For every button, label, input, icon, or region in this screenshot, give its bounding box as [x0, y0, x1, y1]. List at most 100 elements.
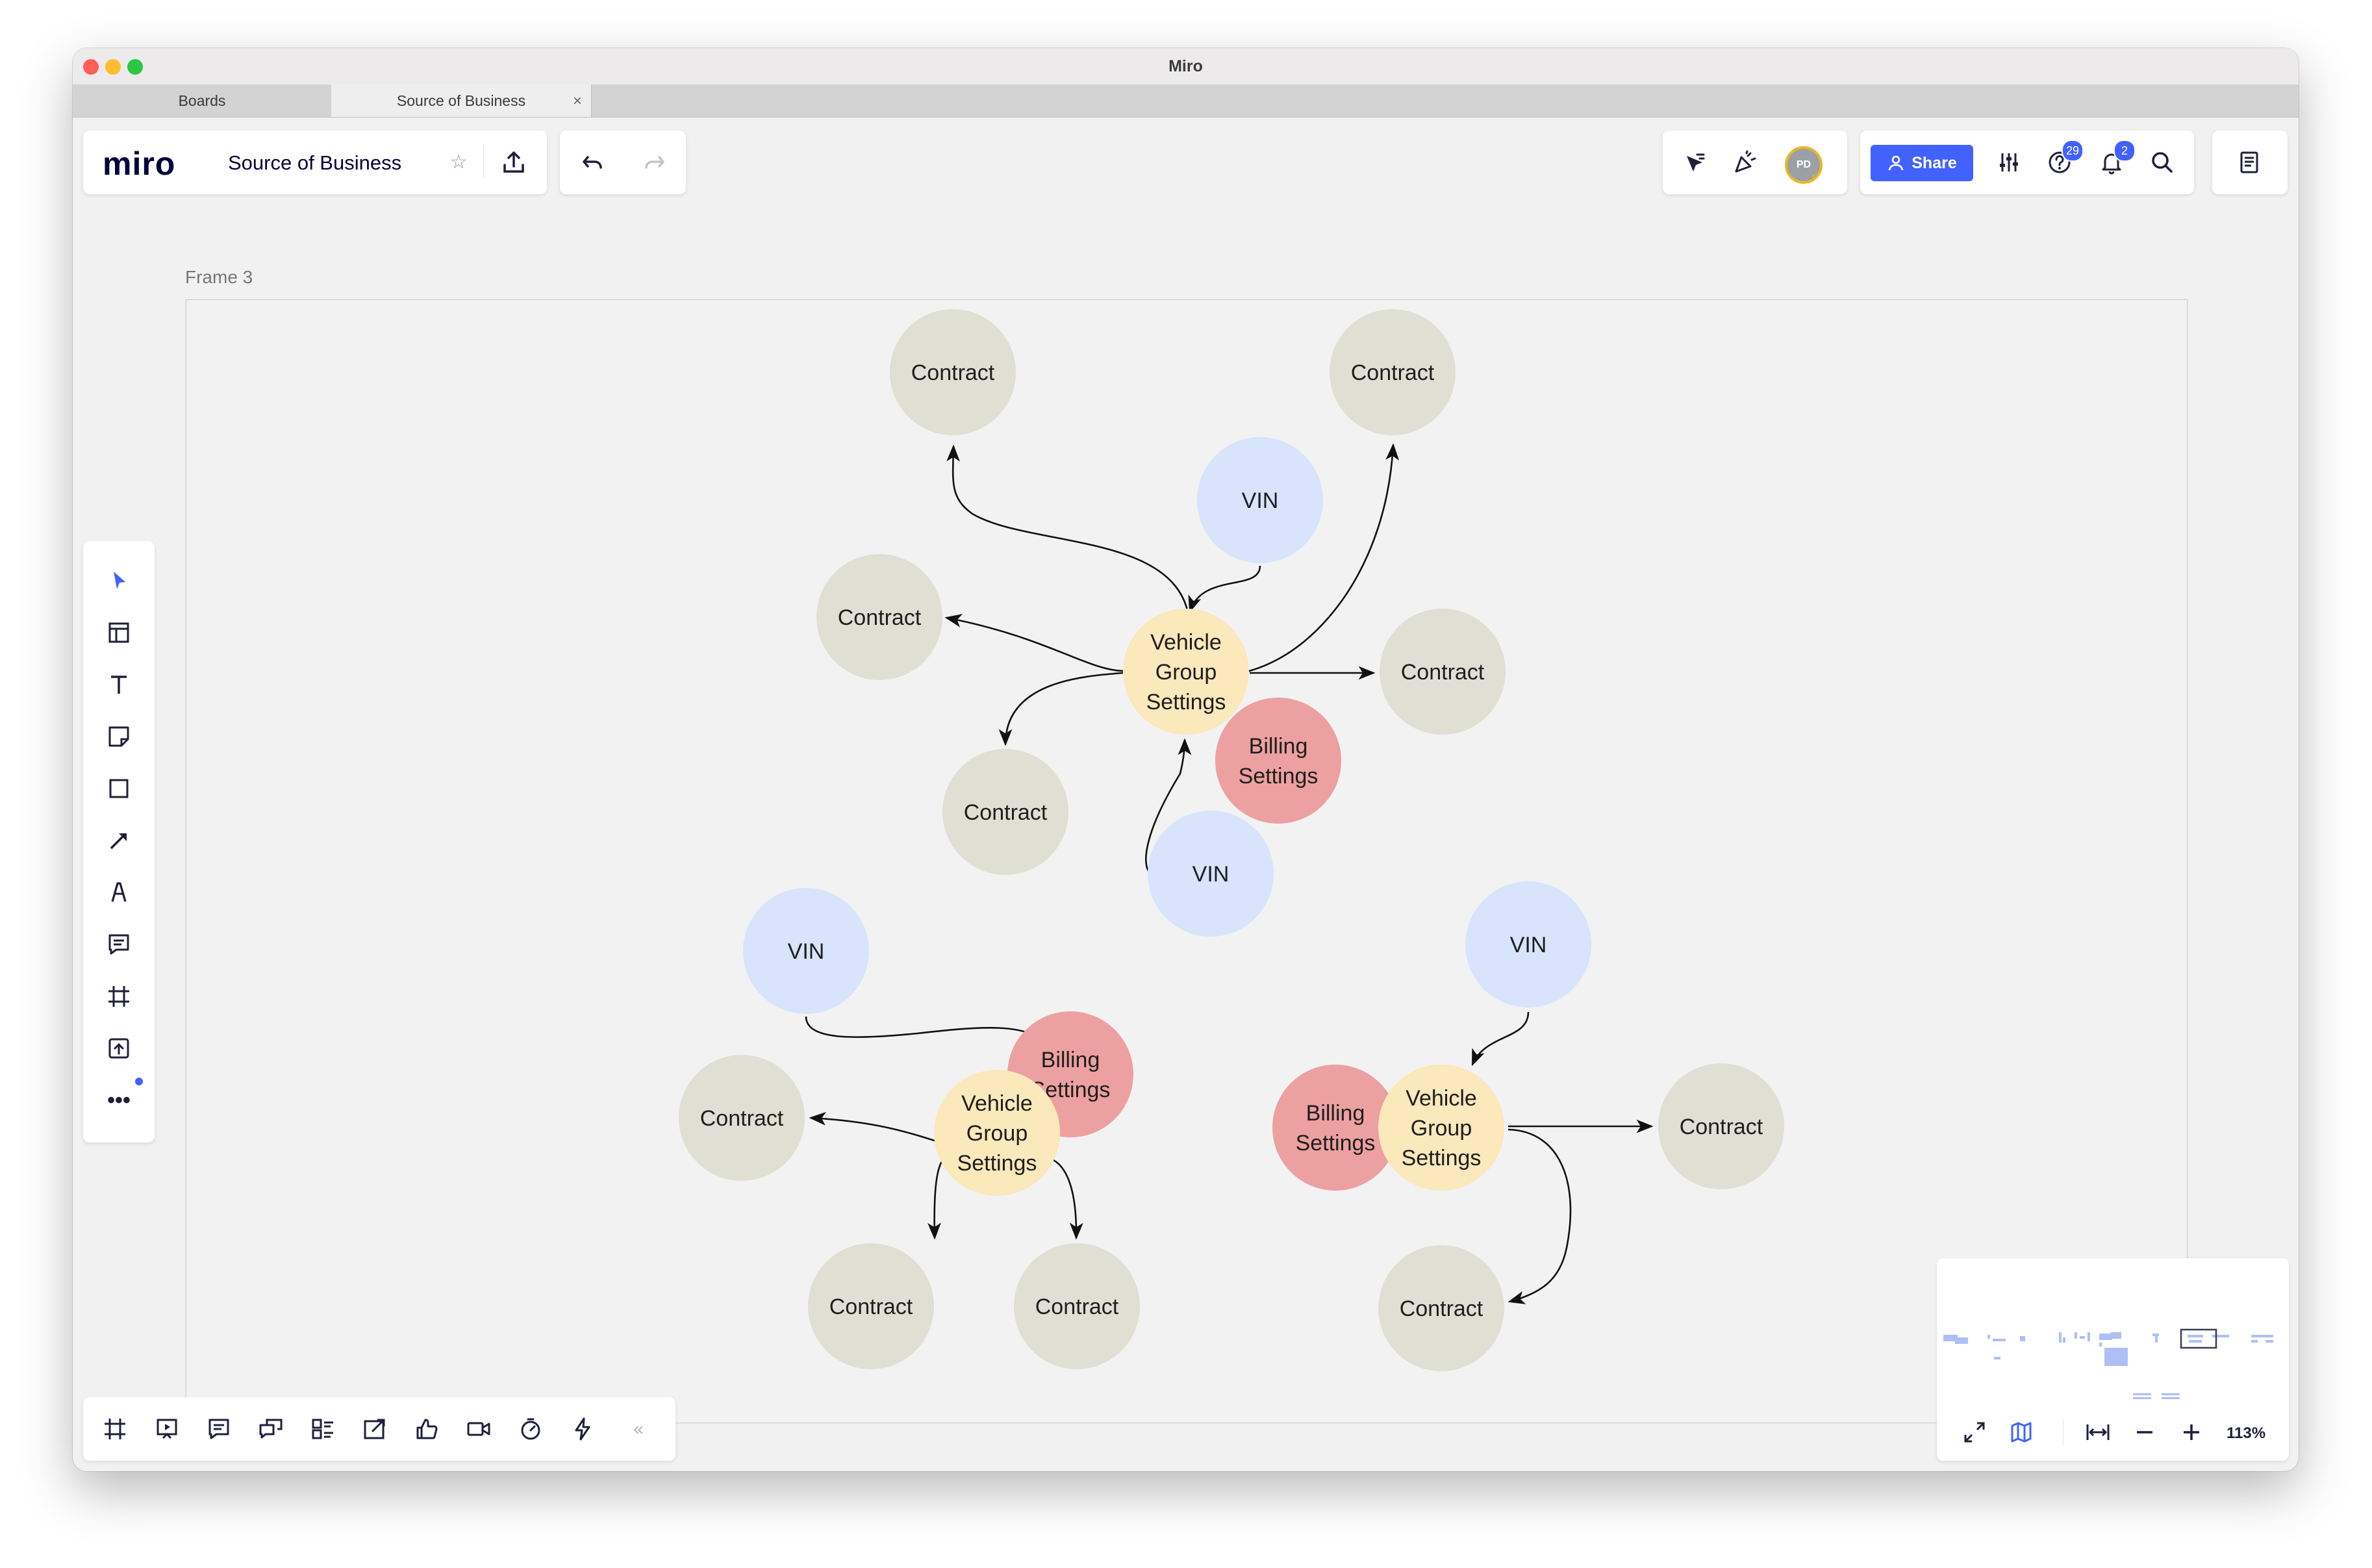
node-vin-v1[interactable]: VIN	[1197, 437, 1323, 563]
notifications-badge: 2	[2113, 140, 2136, 162]
node-label: Settings	[1296, 1131, 1376, 1156]
select-tool-icon[interactable]	[104, 566, 134, 596]
connector-vg2-to-c6[interactable]	[809, 1111, 941, 1144]
connector-v4-to-vg3[interactable]	[1471, 1011, 1530, 1067]
map-icon[interactable]	[2007, 1418, 2036, 1447]
comment-tool-icon[interactable]	[104, 929, 134, 959]
node-contract-c5[interactable]: Contract	[942, 749, 1068, 875]
undo-icon[interactable]	[578, 147, 608, 177]
tab-boards[interactable]: Boards	[73, 84, 332, 117]
connector-tool-icon[interactable]	[104, 826, 134, 855]
upload-icon[interactable]	[104, 1033, 134, 1063]
node-label: Group	[1155, 660, 1217, 685]
node-vin-v2[interactable]: VIN	[1148, 811, 1274, 937]
node-contract-c4[interactable]: Contract	[1380, 609, 1506, 735]
fit-to-screen-icon[interactable]	[2084, 1418, 2112, 1447]
connector-v3-to-b2[interactable]	[805, 1016, 1048, 1050]
node-contract-c10[interactable]: Contract	[1378, 1245, 1504, 1371]
search-icon[interactable]	[2147, 147, 2177, 177]
text-tool-icon[interactable]	[104, 670, 134, 700]
connector-v2-to-vg1[interactable]	[1145, 738, 1192, 878]
node-label: Billing	[1306, 1101, 1365, 1126]
celebrate-icon[interactable]	[1730, 147, 1760, 177]
divider	[483, 146, 484, 179]
node-contract-c2[interactable]: Contract	[1330, 309, 1456, 435]
cards-icon[interactable]	[308, 1414, 338, 1444]
more-tools-icon[interactable]: •••	[107, 1087, 131, 1113]
minimize-window-button[interactable]	[105, 59, 121, 75]
voting-icon[interactable]	[412, 1414, 442, 1444]
node-circle	[1197, 437, 1323, 563]
node-contract-c1[interactable]: Contract	[890, 309, 1016, 435]
frame-label[interactable]: Frame 3	[185, 267, 253, 287]
node-contract-c9[interactable]: Contract	[1658, 1063, 1784, 1189]
node-contract-c7[interactable]: Contract	[808, 1243, 934, 1369]
node-label: Vehicle	[961, 1091, 1033, 1116]
templates-icon[interactable]	[104, 618, 134, 648]
close-window-button[interactable]	[83, 59, 99, 75]
presentation-icon[interactable]	[152, 1414, 182, 1444]
fullscreen-icon[interactable]	[1960, 1418, 1989, 1447]
connector-vg3-to-c10[interactable]	[1508, 1128, 1572, 1304]
timer-icon[interactable]	[516, 1414, 546, 1444]
board-canvas[interactable]: miro Source of Business ☆	[73, 118, 2299, 1471]
connector-vg1-to-c3[interactable]	[944, 614, 1124, 672]
minimap[interactable]	[1941, 1310, 2285, 1408]
settings-sliders-icon[interactable]	[1994, 147, 2024, 177]
node-label: VIN	[1242, 488, 1279, 513]
tab-boards-label: Boards	[178, 92, 226, 109]
board-notes-icon[interactable]	[2234, 147, 2264, 177]
node-contract-c8[interactable]: Contract	[1014, 1243, 1140, 1369]
connector-vg1-to-c5[interactable]	[998, 672, 1124, 746]
node-label: Settings	[1239, 764, 1318, 789]
zoom-in-icon[interactable]	[2177, 1418, 2206, 1447]
zoom-level[interactable]: 113%	[2227, 1424, 2266, 1442]
chat-icon[interactable]	[256, 1414, 286, 1444]
node-circle	[1272, 1065, 1398, 1191]
star-icon[interactable]: ☆	[449, 151, 468, 173]
video-call-icon[interactable]	[464, 1414, 494, 1444]
export-icon[interactable]	[499, 147, 529, 177]
bottom-toolbar: «	[83, 1397, 675, 1461]
comments-icon[interactable]	[204, 1414, 234, 1444]
frames-panel-icon[interactable]	[100, 1414, 130, 1444]
sticky-note-icon[interactable]	[104, 722, 134, 752]
connector-v1-to-vg1[interactable]	[1188, 565, 1261, 613]
tab-close-icon[interactable]: ×	[572, 92, 582, 110]
collapse-toolbar-icon[interactable]: «	[633, 1419, 644, 1439]
help-icon[interactable]	[2045, 147, 2075, 177]
node-label: VIN	[788, 939, 825, 964]
frame-tool-icon[interactable]	[104, 981, 134, 1011]
apps-lightning-icon[interactable]	[568, 1414, 598, 1444]
zoom-out-icon[interactable]	[2130, 1418, 2159, 1447]
board-name[interactable]: Source of Business	[228, 151, 402, 174]
share-button[interactable]: Share	[1871, 145, 1973, 181]
pen-tool-icon[interactable]	[104, 878, 134, 907]
node-vin-v3[interactable]: VIN	[743, 888, 869, 1014]
collaboration-panel: PD ⚡	[1663, 131, 1847, 194]
node-contract-c3[interactable]: Contract	[816, 554, 942, 680]
connector-vg1-to-c1[interactable]	[946, 444, 1189, 611]
node-circle	[808, 1243, 934, 1369]
node-vin-v4[interactable]: VIN	[1465, 881, 1591, 1007]
miro-logo[interactable]: miro	[103, 145, 176, 182]
help-badge: 29	[2062, 140, 2084, 162]
node-label: Group	[1411, 1116, 1472, 1141]
more-tools-indicator	[135, 1078, 143, 1085]
tab-source-of-business[interactable]: Source of Business ×	[331, 84, 592, 117]
redo-icon[interactable]	[639, 147, 669, 177]
zoom-window-button[interactable]	[127, 59, 143, 75]
node-circle	[942, 749, 1068, 875]
avatar[interactable]: PD	[1785, 146, 1823, 184]
shape-tool-icon[interactable]	[104, 774, 134, 803]
cursor-tracking-icon[interactable]	[1680, 147, 1710, 177]
share-screen-icon[interactable]	[360, 1414, 390, 1444]
node-contract-c6[interactable]: Contract	[679, 1055, 805, 1181]
